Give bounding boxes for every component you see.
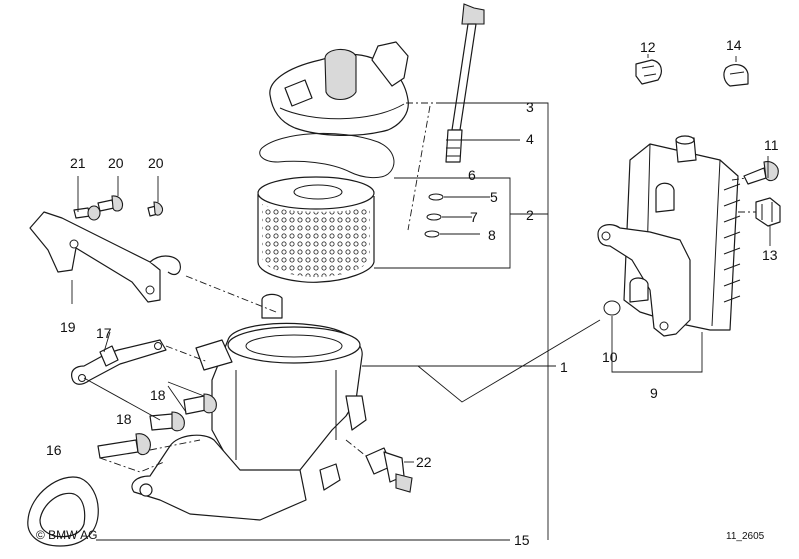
callout-8: 8 (488, 227, 496, 243)
oil-filter-housing[interactable] (131, 293, 367, 521)
callout-22: 22 (416, 454, 432, 470)
callout-16: 16 (46, 442, 62, 458)
callout-13: 13 (762, 247, 778, 263)
callout-11: 11 (764, 137, 779, 153)
hose-clamp-12[interactable] (635, 59, 662, 85)
callout-4: 4 (526, 131, 534, 147)
cover-gasket[interactable] (259, 132, 395, 179)
callout-21: 21 (70, 155, 86, 171)
oil-cooler[interactable] (597, 135, 741, 337)
callout-14: 14 (726, 37, 742, 53)
housing-gasket[interactable] (27, 476, 99, 547)
o-ring-8[interactable] (424, 230, 440, 238)
callout-1: 1 (560, 359, 568, 375)
callout-17: 17 (96, 325, 112, 341)
bolt-16[interactable] (97, 433, 151, 459)
leader-lines (71, 54, 771, 541)
drawing-number: 11_2605 (726, 531, 765, 542)
callout-2: 2 (526, 207, 534, 223)
filter-cover[interactable] (269, 41, 409, 136)
callout-20-left: 20 (108, 155, 124, 171)
bracket-17[interactable] (71, 339, 167, 385)
callout-18-upper: 18 (150, 387, 166, 403)
callout-10: 10 (602, 349, 618, 365)
bolt-18-upper[interactable] (183, 393, 217, 415)
callout-18-lower: 18 (116, 411, 132, 427)
callout-5: 5 (490, 189, 498, 205)
bolt-11[interactable] (743, 161, 779, 185)
bracket-19[interactable] (29, 211, 181, 303)
callout-15: 15 (514, 532, 530, 548)
filter-element[interactable] (257, 176, 375, 283)
callout-20-right: 20 (148, 155, 164, 171)
copyright-notice: © BMW AG (36, 528, 98, 542)
callout-3: 3 (526, 99, 534, 115)
o-ring-7[interactable] (426, 213, 442, 221)
seal-ring-10[interactable] (603, 300, 621, 316)
callout-7: 7 (470, 209, 478, 225)
central-bolt[interactable] (445, 3, 485, 163)
callout-9: 9 (650, 385, 658, 401)
callout-19: 19 (60, 319, 76, 335)
bolt-20-left[interactable] (97, 195, 124, 212)
hose-clamp-14[interactable] (723, 64, 749, 87)
callout-12: 12 (640, 39, 656, 55)
bolt-20-right[interactable] (147, 201, 164, 217)
o-ring-5[interactable] (428, 193, 444, 201)
callout-6: 6 (468, 167, 476, 183)
oil-pressure-sensor[interactable] (365, 447, 413, 493)
bolt-18-lower[interactable] (149, 411, 185, 432)
clip-13[interactable] (755, 197, 781, 227)
